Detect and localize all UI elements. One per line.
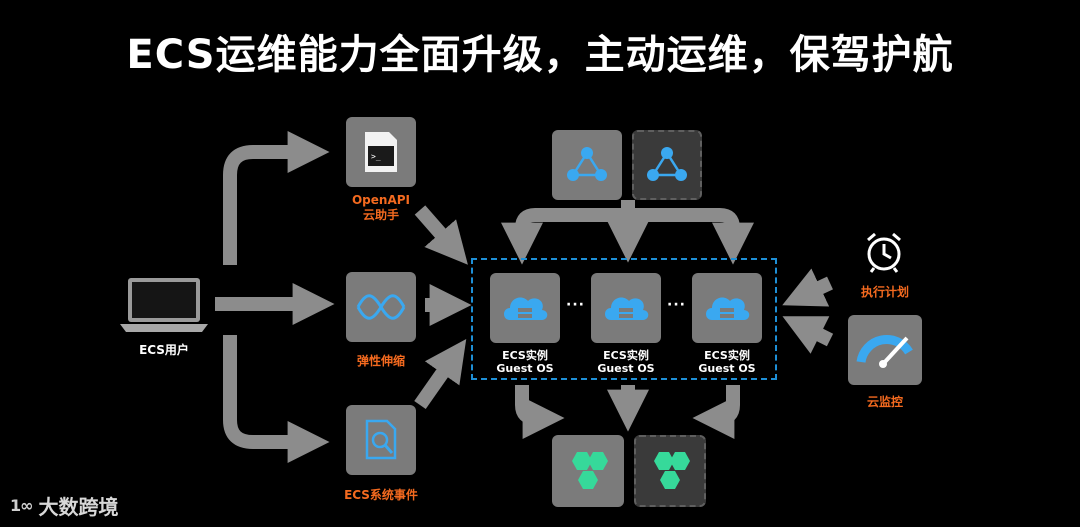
output-tile: [552, 435, 624, 507]
cloud-server-icon: [504, 297, 548, 320]
network-tile-secondary: [632, 130, 702, 200]
page-title: ECS运维能力全面升级，主动运维，保驾护航: [126, 32, 954, 78]
openapi-label-line2: 云助手: [362, 208, 399, 222]
instance-name: ECS实例: [704, 349, 750, 362]
cloud-monitor-tile: [848, 315, 922, 385]
instance-name: ECS实例: [502, 349, 548, 362]
ecs-instance-tile: [692, 273, 762, 343]
cloud-server-icon: [605, 297, 649, 320]
cloud-monitor-label: 云监控: [866, 395, 903, 409]
gauge-icon: [856, 335, 913, 368]
system-events-tile: [346, 405, 416, 475]
hexagon-cluster-icon: [654, 452, 690, 489]
instance-label: ECS实例 Guest OS: [485, 349, 565, 375]
ecs-instance-tile: [490, 273, 560, 343]
instance-os: Guest OS: [597, 362, 655, 375]
ecs-instance-group: [471, 258, 777, 380]
ecs-instance-tile: [591, 273, 661, 343]
svg-text:>_: >_: [371, 152, 381, 161]
openapi-label: OpenAPI 云助手: [330, 193, 432, 223]
instance-label: ECS实例 Guest OS: [586, 349, 666, 375]
ecs-user-label: ECS用户: [139, 343, 189, 357]
openapi-label-line1: OpenAPI: [351, 193, 411, 207]
cloud-server-icon: [706, 297, 750, 320]
alarm-clock-icon: [867, 232, 901, 273]
network-tile: [552, 130, 622, 200]
wave-icon: [356, 294, 406, 320]
network-topology-icon: [567, 147, 607, 181]
system-events-label: ECS系统事件: [344, 488, 418, 502]
openapi-tile: >_: [346, 117, 416, 187]
instance-label: ECS实例 Guest OS: [687, 349, 767, 375]
instance-os: Guest OS: [698, 362, 756, 375]
ellipsis: ···: [566, 297, 585, 313]
ellipsis: ···: [667, 297, 686, 313]
instance-name: ECS实例: [603, 349, 649, 362]
laptop-icon: [120, 278, 208, 332]
document-search-icon: [365, 419, 397, 460]
output-tile-secondary: [634, 435, 706, 507]
watermark: 1∞ 大数跨境: [10, 491, 118, 520]
watermark-text: 大数跨境: [38, 495, 119, 519]
network-topology-icon: [647, 147, 687, 181]
hexagon-cluster-icon: [572, 452, 608, 489]
watermark-logo: 1∞: [10, 496, 33, 515]
scheduled-task-label: 执行计划: [860, 285, 909, 299]
terminal-file-icon: >_: [365, 132, 397, 172]
autoscale-label: 弹性伸缩: [356, 354, 405, 368]
instance-os: Guest OS: [496, 362, 554, 375]
autoscale-tile: [346, 272, 416, 342]
